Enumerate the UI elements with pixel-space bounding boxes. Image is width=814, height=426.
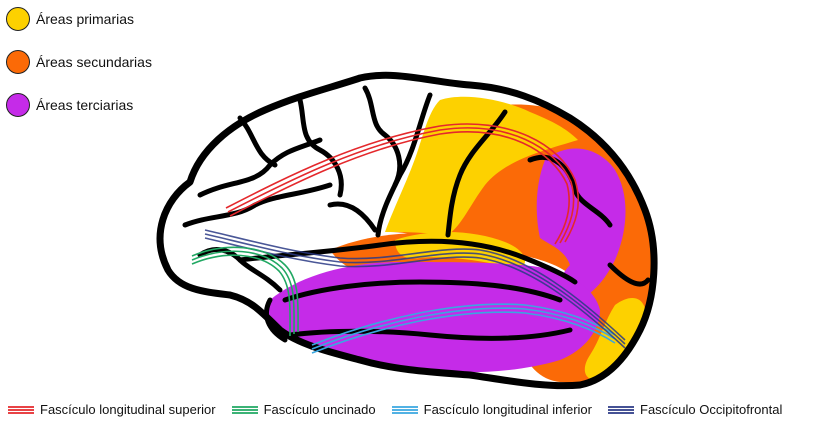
- ilf-swatch-icon: [392, 405, 418, 415]
- slf-swatch-icon: [8, 405, 34, 415]
- ifof-swatch-icon: [608, 405, 634, 415]
- tracts-legend: Fascículo longitudinal superior Fascícul…: [8, 402, 782, 417]
- legend-item-uf: Fascículo uncinado: [232, 402, 376, 417]
- legend-item-slf: Fascículo longitudinal superior: [8, 402, 216, 417]
- legend-item-ilf: Fascículo longitudinal inferior: [392, 402, 592, 417]
- slf-label: Fascículo longitudinal superior: [40, 402, 216, 417]
- legend-item-ifof: Fascículo Occipitofrontal: [608, 402, 782, 417]
- uf-swatch-icon: [232, 405, 258, 415]
- ifof-label: Fascículo Occipitofrontal: [640, 402, 782, 417]
- uf-label: Fascículo uncinado: [264, 402, 376, 417]
- ilf-label: Fascículo longitudinal inferior: [424, 402, 592, 417]
